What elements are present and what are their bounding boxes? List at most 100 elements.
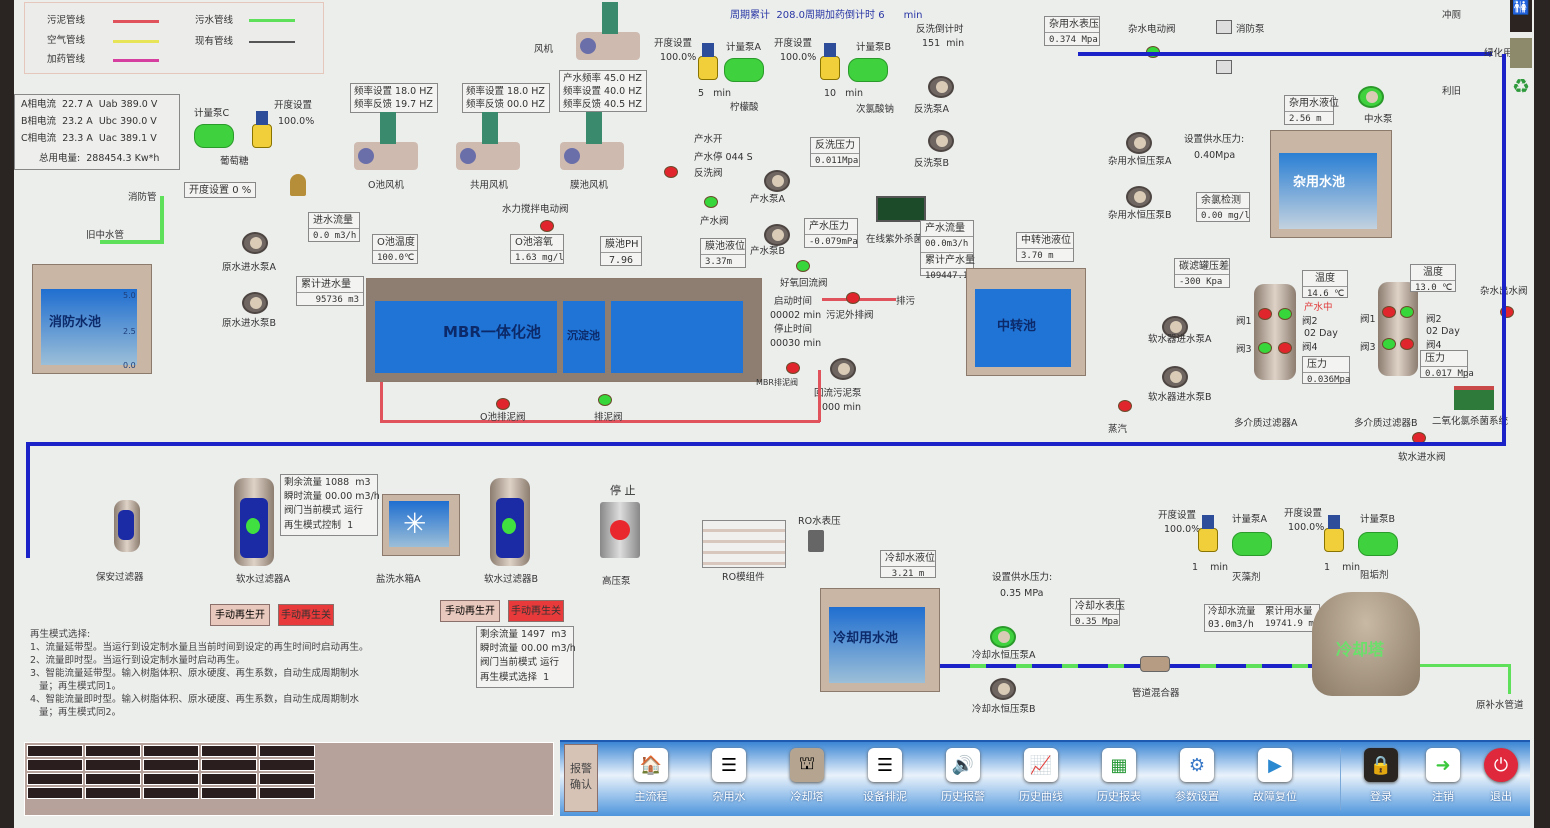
nav-login[interactable]: 🔒登录 (1350, 748, 1412, 804)
softener-a-regen-on[interactable]: 手动再生开 (210, 604, 270, 626)
blower-common-readout: 频率设置 18.0 HZ 频率反馈 00.0 HZ (462, 83, 550, 113)
stir-valve[interactable] (540, 220, 554, 232)
nav-history-curve[interactable]: 📈历史曲线 (1010, 748, 1072, 804)
clo2-system[interactable] (1454, 386, 1494, 410)
misc-pump-a[interactable] (1126, 132, 1152, 154)
softener-a-regen-off[interactable]: 手动再生关 (278, 604, 334, 626)
blower-membrane-label: 膜池风机 (570, 180, 609, 191)
pump-c-label: 计量泵C (194, 108, 230, 119)
nav-history-report[interactable]: ▦历史报表 (1088, 748, 1150, 804)
nav-main-flow[interactable]: 🏠主流程 (620, 748, 682, 804)
glucose-tank (194, 124, 234, 148)
legend-label: 污泥管线 (47, 15, 86, 26)
dosing-a-setting-value[interactable]: 100.0% (660, 52, 697, 63)
backwash-pressure: 反洗压力 0.011Mpa (810, 137, 860, 167)
cooling-pump-a-label: 冷却水恒压泵A (972, 650, 1036, 661)
pump-icon: ☰ (712, 748, 746, 782)
misc-pump-b[interactable] (1126, 186, 1152, 208)
metering-pump-c[interactable] (252, 111, 272, 148)
fire-pump-label: 消防泵 (1236, 24, 1265, 35)
cooling-dosing-b-chemical: 阻垢剂 (1360, 570, 1389, 581)
soft-in-valve-label: 软水进水阀 (1398, 452, 1446, 463)
dosing-b-setting-value[interactable]: 100.0% (780, 52, 817, 63)
softener-pump-a-label: 软水器进水泵A (1148, 334, 1212, 345)
blower-common[interactable] (456, 112, 520, 170)
cooling-tower-icon: ⛫ (790, 748, 824, 782)
production-stop: 产水停 044 S (694, 152, 753, 163)
backwash-valve-label: 反洗阀 (694, 168, 723, 179)
backwash-valve[interactable] (664, 166, 678, 178)
nav-misc-water[interactable]: ☰杂用水 (698, 748, 760, 804)
pump-c-setting-value[interactable]: 100.0% (278, 116, 315, 127)
production-pump-b[interactable] (764, 224, 790, 246)
makeup-pipe-vert (1508, 664, 1511, 694)
mbr-sludge-valve[interactable] (786, 362, 800, 374)
raw-pump-a[interactable] (242, 232, 268, 254)
steam-valve[interactable] (1118, 400, 1132, 412)
cooling-dosing-a-setting[interactable]: 100.0% (1164, 524, 1201, 535)
fire-pump-valve-icon[interactable] (1216, 60, 1232, 74)
nav-logout[interactable]: ➜注销 (1412, 748, 1474, 804)
nav-exit[interactable]: ⏻退出 (1470, 748, 1532, 804)
air-valve-icon[interactable] (290, 174, 306, 196)
misc-set-pressure[interactable]: 0.40Mpa (1194, 150, 1236, 161)
softener-b-regen-off[interactable]: 手动再生关 (508, 600, 564, 622)
scada-screen: 污泥管线 空气管线 加药管线 污水管线 现有管线 A相电流 22.7 A Uab… (14, 0, 1534, 828)
backwash-pump-b[interactable] (928, 130, 954, 152)
fire-pump-valve-icon[interactable] (1216, 20, 1232, 34)
mid-water-pump[interactable] (1358, 86, 1384, 108)
high-pressure-pump[interactable] (600, 502, 640, 558)
filter-a-status: 产水中 (1304, 302, 1333, 313)
fire-water-tank: 消防水池 5.0 2.5 0.0 (32, 264, 152, 374)
alarm-table[interactable] (24, 742, 554, 816)
aerobic-return-label: 好氧回流阀 (780, 278, 828, 289)
use-flush-label: 冲厕 (1442, 10, 1462, 21)
raw-pump-b[interactable] (242, 292, 268, 314)
nav-fault-reset[interactable]: ▶故障复位 (1244, 748, 1306, 804)
alarm-confirm-button[interactable]: 报警确认 (564, 744, 598, 812)
filter-a-valve: 阀1 (1236, 316, 1252, 327)
softener-b-regen-on[interactable]: 手动再生开 (440, 600, 500, 622)
uv-sterilizer[interactable] (876, 196, 926, 222)
metering-pump-b[interactable] (820, 43, 840, 80)
cooling-pump-b[interactable] (990, 678, 1016, 700)
valve-setting[interactable]: 开度设置 0 % (184, 182, 256, 198)
spreadsheet-icon: ▦ (1102, 748, 1136, 782)
metering-pump-a[interactable] (698, 43, 718, 80)
blower-main[interactable] (576, 2, 640, 60)
cooling-tank: 冷却用水池 (820, 588, 940, 692)
antiscalant-tank (1358, 532, 1398, 556)
cooling-dosing-a-setting-label: 开度设置 (1158, 510, 1197, 521)
blower-o[interactable] (354, 112, 418, 170)
cooling-metering-pump-a[interactable] (1198, 515, 1218, 552)
tank-scale: 0.0 (123, 361, 136, 370)
return-sludge-pump[interactable] (830, 358, 856, 380)
nav-sludge[interactable]: ☰设备排泥 (854, 748, 916, 804)
power-panel: A相电流 22.7 A Uab 389.0 V B相电流 23.2 A Ubc … (14, 94, 180, 170)
cooling-dosing-b-setting[interactable]: 100.0% (1288, 522, 1325, 533)
nav-cooling-tower[interactable]: ⛫冷却塔 (776, 748, 838, 804)
high-pressure-pump-label: 高压泵 (602, 576, 631, 587)
nav-settings[interactable]: ⚙参数设置 (1166, 748, 1228, 804)
sludge-out-valve[interactable] (846, 292, 860, 304)
sludge-valve[interactable] (598, 394, 612, 406)
softener-pump-a[interactable] (1162, 316, 1188, 338)
production-pump-a[interactable] (764, 170, 790, 192)
backwash-pump-a[interactable] (928, 76, 954, 98)
backwash-pump-b-label: 反洗泵B (914, 158, 950, 169)
dosing-b-name: 计量泵B (856, 42, 892, 53)
cooling-set-pressure[interactable]: 0.35 MPa (1000, 588, 1044, 599)
aerobic-return-valve[interactable] (796, 260, 810, 272)
softener-pump-b[interactable] (1162, 366, 1188, 388)
cooling-pump-a[interactable] (990, 626, 1016, 648)
blower-membrane[interactable] (560, 112, 624, 170)
production-valve[interactable] (704, 196, 718, 208)
cooling-metering-pump-b[interactable] (1324, 515, 1344, 552)
o-sludge-valve[interactable] (496, 398, 510, 410)
membrane-level: 膜池液位 3.37m (700, 238, 746, 268)
misc-pump-a-label: 杂用水恒压泵A (1108, 156, 1172, 167)
mid-water-pump-label: 中水泵 (1364, 114, 1393, 125)
recycle-icon: ♻ (1512, 74, 1530, 98)
nav-history-alarm[interactable]: 🔊历史报警 (932, 748, 994, 804)
sludge-bottom-pipe (380, 420, 820, 423)
